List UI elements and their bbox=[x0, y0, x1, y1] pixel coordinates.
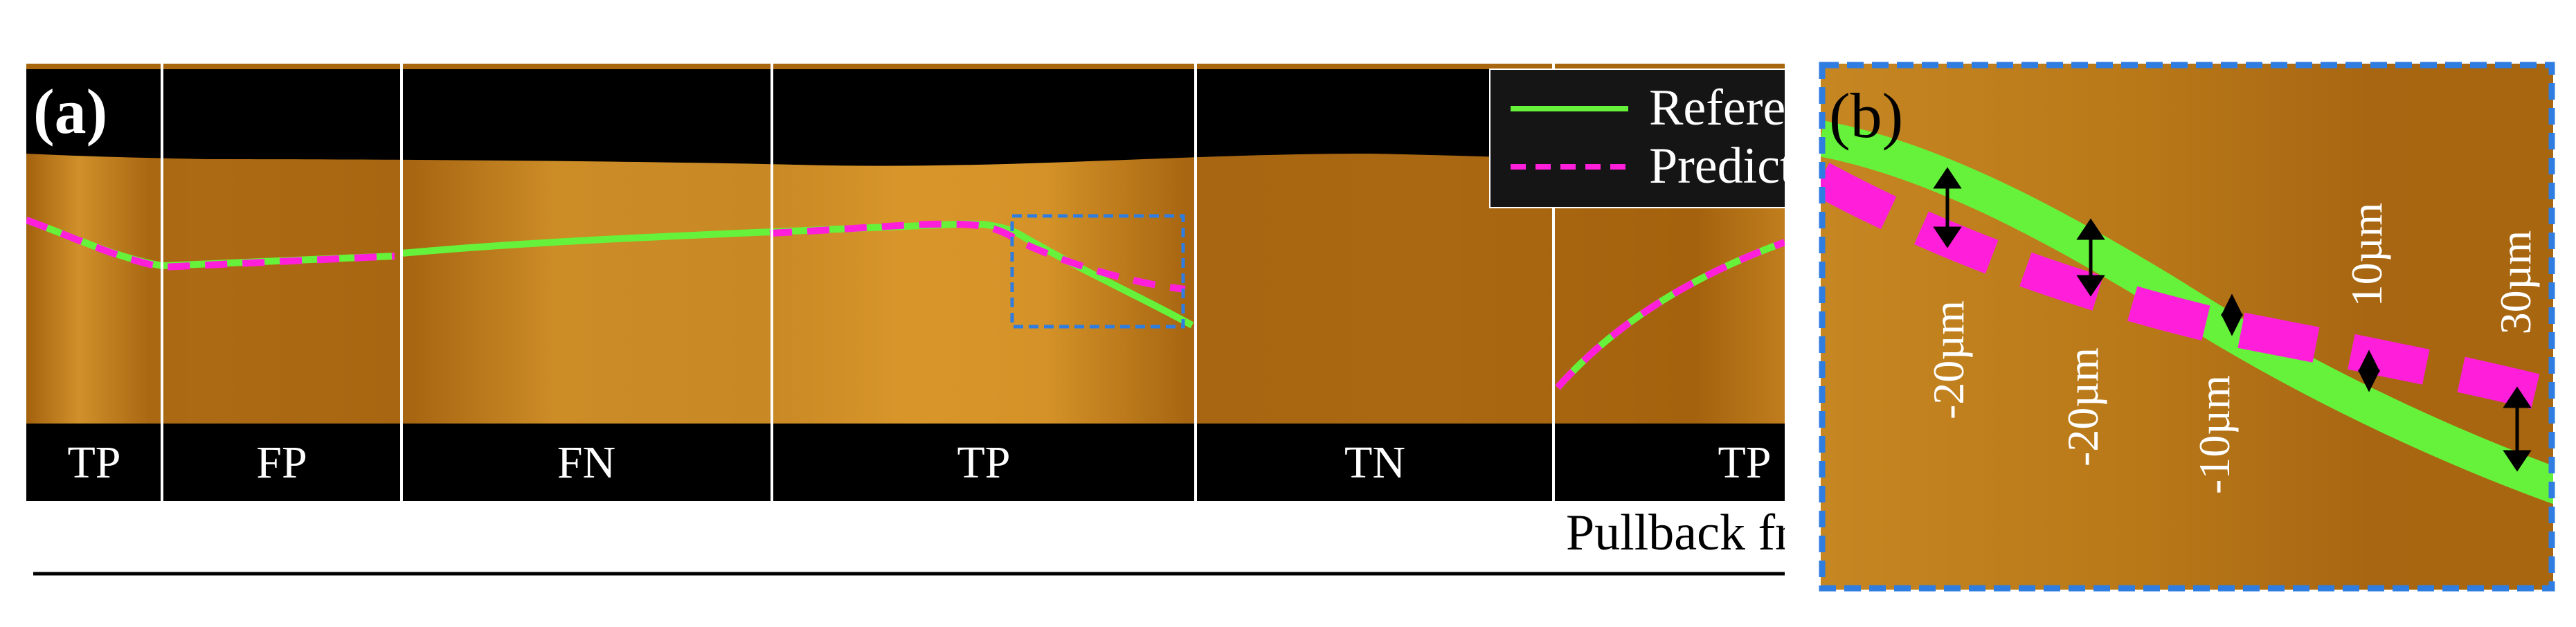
panel-b-label: (b) bbox=[1829, 80, 1903, 151]
distance-arrows bbox=[1933, 167, 2532, 472]
reference-curve-mid bbox=[401, 220, 1194, 329]
segment-label: TP bbox=[67, 437, 120, 488]
zoom-prediction-band bbox=[1821, 163, 2553, 415]
segment-label: FN bbox=[557, 437, 615, 488]
distance-arrow bbox=[1933, 167, 1962, 248]
panel-b-white-gap bbox=[1785, 55, 1821, 595]
top-strip bbox=[26, 64, 1785, 69]
segment-label: TP bbox=[1718, 437, 1771, 488]
distance-label: -20µm bbox=[2058, 347, 2107, 466]
legend: Reference Prediction bbox=[1489, 69, 1859, 208]
segment-label: FP bbox=[256, 437, 307, 488]
segment-label-bar bbox=[26, 424, 1785, 501]
distance-label: -20µm bbox=[1924, 300, 1973, 419]
distance-labels: -20µm -20µm -10µm 10µm 30µm bbox=[1924, 203, 2540, 494]
distance-label: 10µm bbox=[2342, 203, 2391, 307]
panel-b: -20µm -20µm -10µm 10µm 30µm (b) bbox=[1785, 55, 2555, 595]
prediction-curve-mid bbox=[769, 220, 1186, 293]
prediction-curve-right bbox=[1555, 239, 1785, 390]
panel-a: (a) TP FP FN TP TN TP Reference Predicti… bbox=[26, 64, 1877, 576]
distance-arrow bbox=[2357, 349, 2381, 392]
distance-label: -10µm bbox=[2190, 375, 2239, 494]
segment-labels: TP FP FN TP TN TP bbox=[67, 437, 1771, 488]
zoom-region-box bbox=[1010, 214, 1185, 329]
panel-a-label: (a) bbox=[33, 76, 107, 147]
distance-label: 30µm bbox=[2491, 230, 2540, 335]
legend-box bbox=[1489, 69, 1788, 208]
distance-arrow bbox=[2220, 293, 2244, 336]
segment-label: TP bbox=[957, 437, 1010, 488]
distance-arrow bbox=[2503, 386, 2532, 472]
segment-label: TN bbox=[1344, 437, 1405, 488]
distance-arrow bbox=[2076, 218, 2105, 297]
prediction-curve-left bbox=[26, 217, 395, 271]
lumen-region bbox=[26, 69, 1785, 166]
panel-b-border bbox=[1819, 62, 2555, 592]
